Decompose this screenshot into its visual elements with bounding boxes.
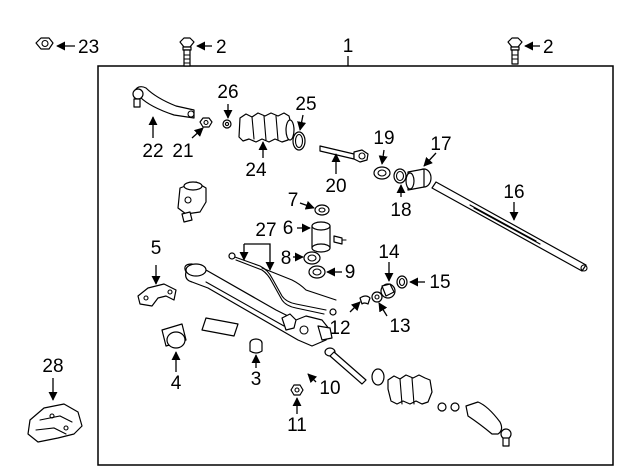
callout-10: 10 <box>319 378 340 399</box>
part-23-nut <box>35 37 54 50</box>
part-24-bellows-boot <box>238 112 295 143</box>
part-17-rack-sleeve <box>405 168 432 191</box>
part-8-bearing <box>303 251 321 265</box>
callout-1: 1 <box>343 36 354 57</box>
part-16-steering-rack <box>431 181 588 272</box>
leader-13 <box>378 302 388 317</box>
part-7-seal <box>314 204 330 216</box>
callout-17: 17 <box>430 134 451 155</box>
callout-23: 23 <box>78 37 99 58</box>
leader-10 <box>307 373 318 384</box>
callout-2a: 2 <box>216 37 227 58</box>
callout-5: 5 <box>151 238 162 259</box>
callout-22: 22 <box>142 141 163 162</box>
callout-13: 13 <box>389 316 410 337</box>
leader-27b <box>244 243 275 271</box>
callout-18: 18 <box>390 200 411 221</box>
callout-4: 4 <box>171 373 182 394</box>
callout-9: 9 <box>345 262 356 283</box>
callout-11: 11 <box>287 415 307 436</box>
leader-19 <box>378 149 388 165</box>
leader-17 <box>423 152 437 167</box>
callout-28: 28 <box>42 356 63 377</box>
part-18-o-ring <box>393 168 407 184</box>
right-boot-assembly <box>371 368 512 447</box>
part-11-nut <box>290 384 304 396</box>
part-21-jam-nut <box>199 117 213 128</box>
part-3-insulator <box>249 338 263 354</box>
part-6-rack-guide-yoke <box>311 221 347 253</box>
part-2-bolt-right <box>507 37 523 65</box>
callout-15: 15 <box>429 272 450 293</box>
part-25-boot-clamp <box>292 131 306 151</box>
callout-25: 25 <box>295 94 316 115</box>
leader-21 <box>191 127 204 139</box>
callout-27: 27 <box>255 220 276 241</box>
id-label-plate <box>201 317 239 337</box>
callout-2b: 2 <box>543 37 554 58</box>
part-2-bolt-left <box>179 37 195 67</box>
part-28-heat-shield <box>27 403 83 443</box>
callout-14: 14 <box>378 242 400 263</box>
callout-12: 12 <box>329 318 350 339</box>
callout-26: 26 <box>217 82 238 103</box>
callout-20: 20 <box>325 176 346 197</box>
part-5-mounting-bracket <box>137 283 177 307</box>
part-14-piston-seal <box>380 283 396 299</box>
callout-8: 8 <box>281 248 292 269</box>
part-4-mount-bushing <box>161 323 187 349</box>
part-10-inner-tie-rod <box>324 347 367 385</box>
leader-7 <box>299 200 315 210</box>
part-22-tie-rod-end <box>132 86 195 119</box>
callout-16: 16 <box>503 182 524 203</box>
leader-12 <box>349 301 361 313</box>
part-9-seal <box>308 265 326 279</box>
callout-7: 7 <box>288 190 299 211</box>
part-1-gear-housing <box>184 263 333 347</box>
control-valve-housing <box>177 181 207 223</box>
part-20-inner-tie-rod <box>319 145 369 163</box>
part-15-o-ring <box>396 275 408 289</box>
part-26-clamp <box>222 119 232 129</box>
part-19-bushing <box>373 166 391 180</box>
leader-25 <box>297 114 307 131</box>
part-13-bushing <box>371 291 383 303</box>
part-27-fluid-lines <box>228 252 337 316</box>
callout-24: 24 <box>245 160 267 181</box>
assembly-frame <box>97 65 614 466</box>
callout-19: 19 <box>373 128 394 149</box>
part-12-retaining-ring <box>359 295 371 305</box>
callout-3: 3 <box>251 369 262 390</box>
callout-6: 6 <box>283 218 294 239</box>
callout-21: 21 <box>172 141 193 162</box>
